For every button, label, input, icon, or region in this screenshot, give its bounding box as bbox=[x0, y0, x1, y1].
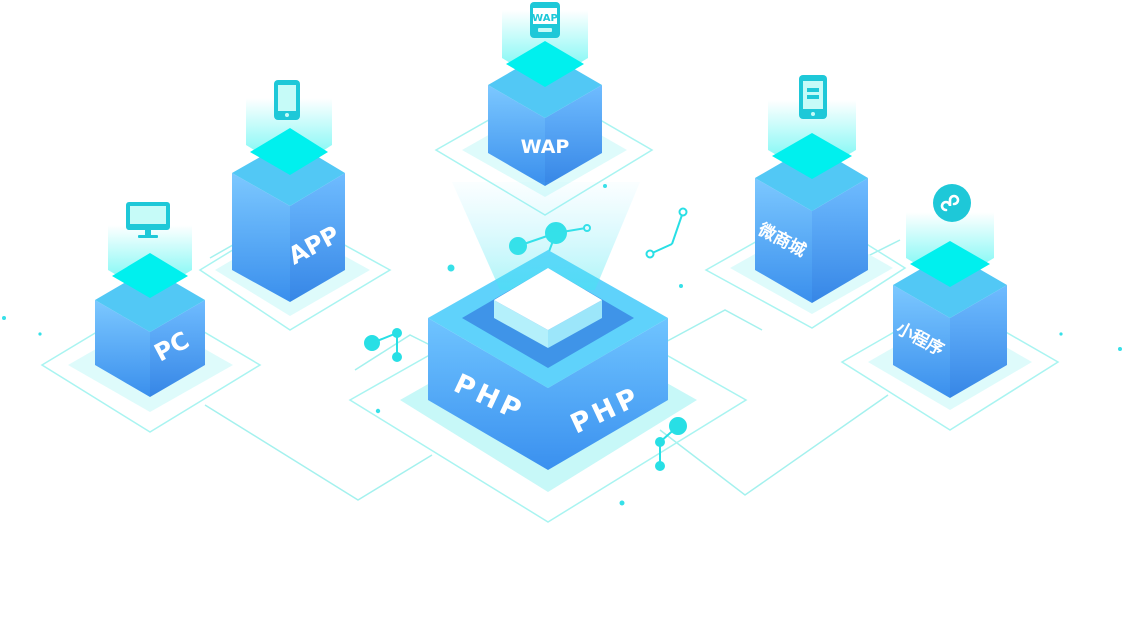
core-php-block: PHP PHP bbox=[400, 182, 697, 492]
mini-program-icon bbox=[933, 184, 971, 222]
wap-label: WAP bbox=[521, 136, 570, 158]
phone-icon bbox=[274, 80, 300, 120]
node-pc: PC bbox=[68, 202, 233, 412]
phone-icon bbox=[799, 75, 827, 119]
phone-icon: WAP bbox=[530, 2, 560, 38]
monitor-icon bbox=[126, 202, 170, 238]
node-wap: WAP WAP bbox=[462, 2, 627, 197]
wap-badge-text: WAP bbox=[532, 13, 558, 24]
node-weishangcheng: 微商城 bbox=[730, 75, 893, 314]
node-xiaochengxu: 小程序 bbox=[868, 184, 1032, 410]
node-app: APP bbox=[215, 80, 370, 316]
